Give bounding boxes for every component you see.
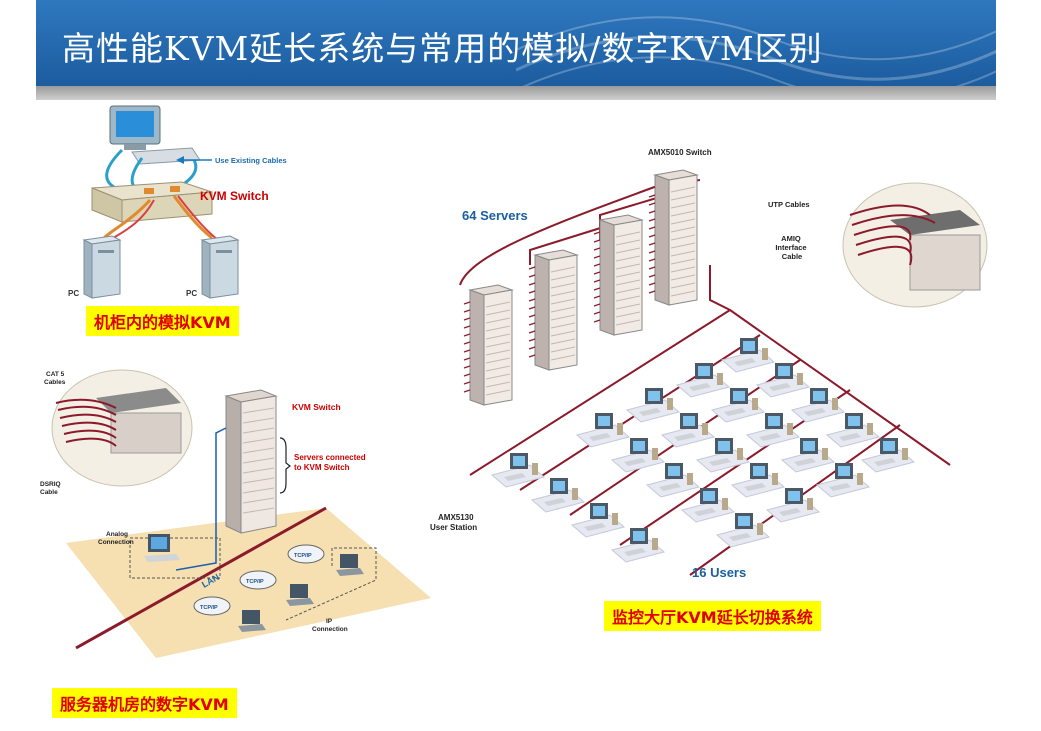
workstation-20 <box>715 513 771 548</box>
bracket-icon <box>279 437 291 494</box>
workstation-18 <box>645 463 701 498</box>
server-rack-4 <box>648 169 699 306</box>
label-tcpip-3: TCP/IP <box>200 605 218 611</box>
workstation-6 <box>675 363 731 398</box>
laptop-icon-2 <box>286 584 314 606</box>
label-64-servers: 64 Servers <box>462 208 528 223</box>
caption-digital-kvm: 服务器机房的数字KVM <box>52 688 237 718</box>
label-pc-right: PC <box>186 289 197 298</box>
label-analog-connection-line2: Connection <box>98 539 134 546</box>
workstation-8 <box>745 413 801 448</box>
label-amiq-line1: AMIQ <box>781 234 801 243</box>
label-amx5010-switch: AMX5010 Switch <box>648 148 712 157</box>
label-16-users: 16 Users <box>692 565 746 580</box>
label-amx5130-line2: User Station <box>430 523 477 532</box>
label-ip-connection-line2: Connection <box>312 626 348 633</box>
label-cat5-line2: Cables <box>44 379 66 386</box>
user-workstations <box>490 338 916 563</box>
utp-closeup-inset <box>842 182 988 308</box>
label-ip-connection: IP Connection <box>312 618 348 633</box>
server-racks <box>463 169 699 406</box>
label-amx5130-line1: AMX5130 <box>438 513 474 522</box>
workstation-22 <box>530 478 586 513</box>
server-rack-2 <box>528 249 579 371</box>
lan-line <box>75 506 327 650</box>
label-tcpip-2: TCP/IP <box>246 579 264 585</box>
slide-title: 高性能KVM延长系统与常用的模拟/数字KVM区别 <box>62 29 823 68</box>
label-kvm-switch: KVM Switch <box>200 189 269 203</box>
header-wave-decoration <box>516 16 996 86</box>
workstation-2 <box>755 363 811 398</box>
label-cat5-cables: CAT 5 Cables <box>44 371 66 386</box>
analog-workstation-icon <box>129 534 221 579</box>
workstation-9 <box>780 438 836 473</box>
server-rack-3 <box>593 214 644 336</box>
label-dsriq-line2: Cable <box>40 489 58 496</box>
workstation-4 <box>825 413 881 448</box>
label-amiq-line2: Interface <box>775 243 806 252</box>
label-kvm-switch-digital: KVM Switch <box>292 402 341 412</box>
kvm-extender-diagram: AMX5010 Switch 64 Servers UTP Cables AMI… <box>430 148 988 580</box>
laptop-icon-3 <box>238 610 266 632</box>
label-tcpip-1: TCP/IP <box>294 553 312 559</box>
monitor-icon <box>109 105 161 150</box>
digital-kvm-diagram: CAT 5 Cables DSRIQ Cable KVM Switch Serv… <box>40 369 431 658</box>
label-amx5130-station: AMX5130 User Station <box>430 513 477 532</box>
label-analog-connection: Analog Connection <box>98 531 134 546</box>
label-servers-connected-line1: Servers connected <box>294 453 366 462</box>
label-dsriq-cable: DSRIQ Cable <box>40 481 62 496</box>
cloud-icon-1 <box>287 544 325 564</box>
caption-analog-kvm: 机柜内的模拟KVM <box>86 306 239 336</box>
laptop-icon-1 <box>336 554 364 576</box>
pc-right-icon <box>200 235 240 299</box>
workstation-14 <box>730 463 786 498</box>
workstation-3 <box>790 388 846 423</box>
workstation-21 <box>490 453 546 488</box>
label-servers-connected-line2: to KVM Switch <box>294 463 350 472</box>
cable-closeup-inset <box>51 369 193 487</box>
label-use-existing-cables: Use Existing Cables <box>215 156 287 165</box>
workstation-7 <box>710 388 766 423</box>
workstation-13 <box>695 438 751 473</box>
workstation-16 <box>575 413 631 448</box>
workstation-19 <box>680 488 736 523</box>
cloud-icon-3 <box>193 596 231 616</box>
label-servers-connected: Servers connected to KVM Switch <box>294 453 368 472</box>
slide-header: 高性能KVM延长系统与常用的模拟/数字KVM区别 <box>36 0 996 86</box>
workstation-12 <box>660 413 716 448</box>
keyboard-icon <box>131 147 201 165</box>
cloud-icon-2 <box>239 570 277 590</box>
workstation-17 <box>610 438 666 473</box>
analog-kvm-diagram: Use Existing Cables KVM Switch PC PC <box>68 105 287 299</box>
label-cat5-line1: CAT 5 <box>46 371 65 378</box>
workstation-11 <box>625 388 681 423</box>
workstation-10 <box>815 463 871 498</box>
label-amiq-line3: Cable <box>782 252 802 261</box>
workstation-23 <box>570 503 626 538</box>
label-analog-connection-line1: Analog <box>106 531 128 538</box>
label-pc-left: PC <box>68 289 79 298</box>
workstation-1 <box>720 338 776 373</box>
label-utp-cables: UTP Cables <box>768 200 810 209</box>
workstation-15 <box>765 488 821 523</box>
server-rack-1 <box>463 284 514 406</box>
server-rack-icon <box>224 389 278 534</box>
label-amiq-cable: AMIQ Interface Cable <box>775 234 808 261</box>
workstation-5 <box>860 438 916 473</box>
pc-left-icon <box>82 235 122 299</box>
label-ip-connection-line1: IP <box>326 618 333 625</box>
workstation-24 <box>610 528 666 563</box>
header-underline-bar <box>36 86 996 100</box>
arrow-icon <box>176 156 212 164</box>
label-dsriq-line1: DSRIQ <box>40 481 61 488</box>
caption-extender-system: 监控大厅KVM延长切换系统 <box>604 601 821 631</box>
